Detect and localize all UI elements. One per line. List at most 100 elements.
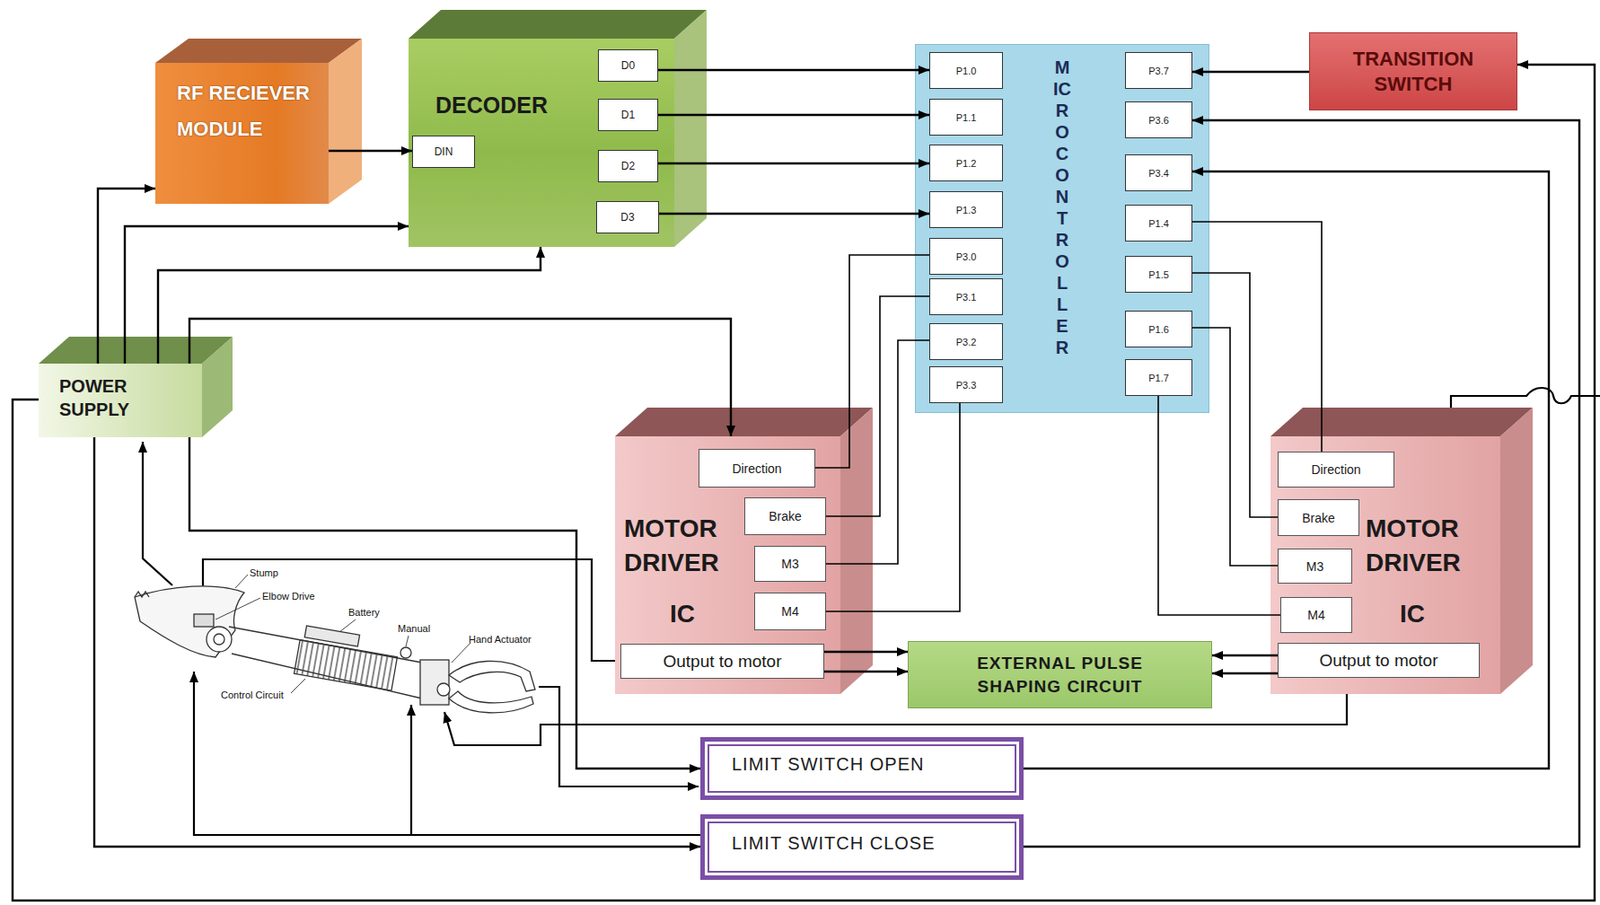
pin-box: D2: [597, 149, 659, 183]
pin-box: P1.7: [1125, 359, 1193, 396]
prosthetic-arm: [134, 574, 536, 713]
pin-box: D0: [597, 49, 659, 82]
node-label: LIMIT SWITCH OPEN: [731, 754, 1020, 775]
hand-actuator: [420, 659, 449, 705]
connector: [124, 226, 409, 364]
node-label: RF RECIEVER MODULE: [176, 75, 312, 148]
node-label: Output to motor: [662, 651, 782, 672]
connector: [658, 69, 930, 71]
pin-box: P1.6: [1125, 310, 1193, 348]
connector: [189, 318, 731, 437]
pin-box: M3: [754, 545, 827, 582]
node-label: M3: [781, 556, 799, 572]
gripper-jaw: [448, 660, 536, 692]
node-label: IC: [1399, 599, 1501, 629]
node-label: IC: [669, 599, 841, 629]
node-label: P1.3: [956, 204, 977, 216]
pin-box: P3.7: [1125, 52, 1193, 89]
node-label: MOTOR DRIVER: [1365, 511, 1492, 581]
node-label: M4: [1307, 607, 1325, 623]
pin-box: P3.1: [929, 278, 1003, 316]
connector: [659, 212, 930, 215]
connector: [1212, 654, 1278, 657]
gripper-jaw: [448, 691, 534, 713]
elbow-joint: [206, 626, 232, 652]
decoder-box: DECODERDIND0D1D2D3: [408, 38, 675, 247]
node-label: P3.4: [1148, 167, 1170, 179]
pin-box: D3: [596, 201, 660, 234]
elbow-drive: [193, 614, 214, 627]
limit-wire: [538, 686, 699, 787]
node-label: POWER SUPPLY: [59, 374, 172, 422]
connector: [815, 254, 930, 468]
connector: [1023, 171, 1549, 769]
manual-knob: [400, 647, 412, 659]
pin-box: P1.2: [929, 144, 1003, 182]
box-top: [155, 38, 362, 63]
connector: [1192, 70, 1310, 73]
node-label: P1.6: [1148, 324, 1170, 335]
switch-box: LIMIT SWITCH OPEN: [700, 737, 1024, 800]
output-box: Output to motor: [620, 643, 825, 679]
node-label: Output to motor: [1318, 650, 1438, 671]
box-side: [1500, 407, 1533, 695]
node-label: P3.6: [1148, 114, 1170, 126]
switch-box: LIMIT SWITCH CLOSE: [700, 814, 1024, 880]
connector: [824, 670, 908, 673]
pin-box: Direction: [698, 448, 816, 488]
pin-box: P1.4: [1125, 204, 1193, 242]
output-box: Output to motor: [1277, 642, 1480, 678]
node-label: P1.5: [1148, 269, 1170, 281]
connector: [826, 403, 960, 612]
node-label: P3.2: [956, 336, 977, 348]
connector: [1192, 221, 1322, 452]
pin-box: Direction: [1277, 451, 1395, 488]
node-label: P1.1: [956, 112, 977, 124]
node-label: M4: [781, 604, 799, 619]
driver-box: MOTOR DRIVERICDirectionBrakeM3M4Output t…: [615, 436, 841, 695]
box-top: [408, 9, 707, 39]
node-label: D3: [620, 210, 634, 224]
connector: [1192, 327, 1278, 566]
connector: [158, 246, 541, 364]
pin-box: Brake: [744, 497, 827, 536]
drawing-part: [12, 64, 1595, 901]
elbow-joint: [213, 633, 225, 645]
connector: [826, 296, 930, 517]
pin-box: Brake: [1277, 499, 1360, 537]
node-label: DIN: [434, 145, 454, 159]
node-label: P3.7: [1148, 65, 1170, 77]
microcontroller-box: MICROCONTROLLERP1.0P1.1P1.2P1.3P3.0P3.1P…: [914, 43, 1210, 414]
node-label: Direction: [731, 461, 782, 476]
box-top: [1270, 407, 1533, 437]
node-label: Brake: [768, 509, 802, 524]
connector: [658, 114, 930, 116]
stump-outline: [134, 586, 245, 658]
node-label: D2: [621, 159, 635, 173]
pin-box: P3.2: [929, 323, 1003, 361]
connector: [658, 162, 930, 165]
stump-edge: [134, 591, 150, 598]
part-label: Stump: [249, 567, 279, 580]
pin-box: P1.0: [929, 52, 1003, 89]
node-label: P1.7: [1148, 372, 1170, 384]
power-box: POWER SUPPLY: [38, 363, 203, 438]
connector: [1023, 120, 1580, 847]
node-label: D1: [621, 108, 635, 122]
node-label: M3: [1306, 559, 1324, 574]
box-side: [674, 9, 707, 247]
pin-box: P3.3: [929, 366, 1003, 404]
connector: [1158, 395, 1281, 616]
node-label: LIMIT SWITCH CLOSE: [731, 833, 1020, 854]
connector: [97, 188, 156, 364]
connector: [328, 149, 413, 152]
pin-box: P3.6: [1125, 101, 1193, 139]
battery-wire: [142, 441, 173, 586]
pin-box: M4: [1280, 597, 1353, 633]
node-label: Brake: [1301, 510, 1336, 526]
box-top: [38, 336, 233, 364]
connector: [94, 437, 701, 847]
leader-line: [215, 574, 471, 694]
control-circuit: [294, 640, 398, 692]
box-top: [615, 407, 873, 437]
